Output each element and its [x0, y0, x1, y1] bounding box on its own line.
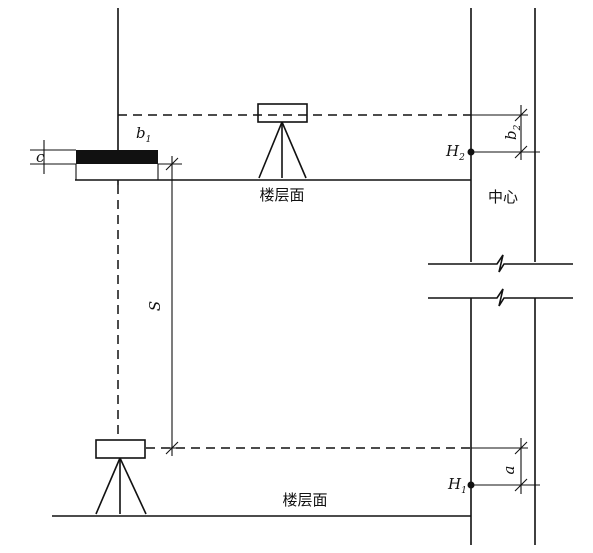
label-floor-upper: 楼层面	[259, 186, 304, 204]
label-b1: b1	[136, 124, 151, 145]
label-s: S	[146, 301, 164, 311]
dimension-c	[30, 140, 76, 174]
label-h1: H1	[447, 475, 467, 496]
label-h2: H2	[445, 142, 465, 163]
dimension-a	[471, 438, 540, 494]
label-a: a	[500, 466, 518, 475]
leveling-staff	[75, 150, 159, 180]
h2-point	[467, 148, 475, 156]
upper-level-instrument	[257, 103, 308, 179]
label-center: 中心	[488, 188, 518, 206]
dimension-s	[158, 156, 182, 456]
label-floor-lower: 楼层面	[282, 491, 327, 509]
dimension-b2	[471, 105, 540, 160]
lower-level-instrument	[95, 439, 147, 515]
label-b2: b2	[502, 124, 523, 140]
h1-point	[467, 481, 475, 489]
label-c: c	[36, 148, 45, 166]
break-symbol	[428, 254, 573, 307]
